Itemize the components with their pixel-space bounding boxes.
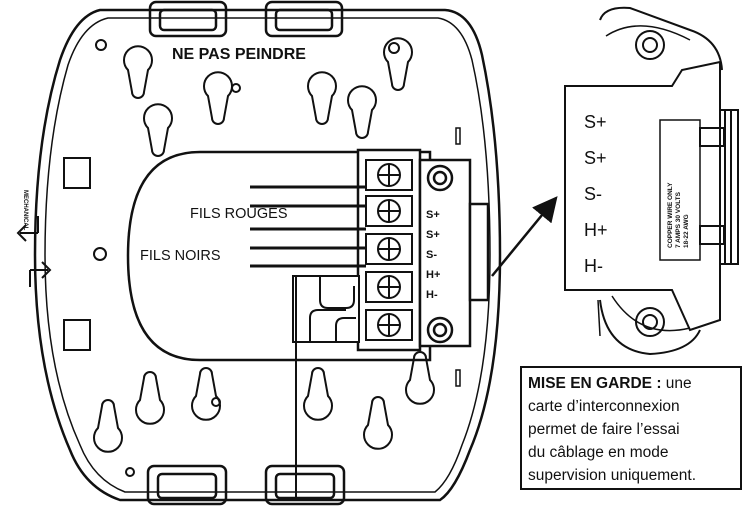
terminal-label-1: S+	[426, 209, 440, 221]
card-side-line-1: COPPER WIRE ONLY	[667, 182, 674, 248]
red-wires-label: FILS ROUGES	[190, 206, 288, 222]
vertical-side-text: MECHANICAL	[22, 190, 28, 231]
plate-inner-rim	[44, 17, 491, 493]
side-square-bottom	[63, 319, 91, 351]
screw-s-plus-2	[365, 195, 413, 227]
card-terminal-labels: S+ S+ S- H+ H-	[584, 112, 608, 276]
warning-line-5: supervision uniquement.	[528, 467, 697, 484]
orientation-arrows	[16, 216, 52, 287]
right-slot-bottom	[455, 369, 461, 387]
no-paint-label: NE PAS PEINDRE	[172, 46, 306, 63]
screw-h-plus	[365, 271, 413, 303]
warning-box: MISE EN GARDE : une carte d’interconnexi…	[520, 366, 742, 490]
top-tab-left	[148, 0, 228, 38]
plate-outline	[33, 8, 502, 502]
pointer-arrow	[491, 196, 558, 277]
card-side-line-3: 18-22 AWG	[683, 214, 690, 248]
screw-h-minus	[365, 309, 413, 341]
warning-line-1: MISE EN GARDE : une	[528, 372, 734, 395]
card-label-5: H-	[584, 256, 603, 276]
card-side-line-2: 7 AMPS 30 VOLTS	[675, 191, 682, 248]
warning-line-2: carte d’interconnexion	[528, 398, 680, 415]
mounting-plate	[33, 0, 502, 506]
warning-line-3: permet de faire l’essai	[528, 421, 680, 438]
screw-s-plus-1	[365, 159, 413, 191]
warning-line-4: du câblage en mode	[528, 444, 669, 461]
interconnect-jumper	[292, 275, 360, 500]
card-label-3: S-	[584, 184, 602, 204]
card-label-4: H+	[584, 220, 608, 240]
wire-opening	[126, 150, 432, 362]
wires	[250, 185, 366, 268]
terminal-labels: S+ S+ S- H+ H-	[426, 209, 440, 301]
keyhole-slots	[93, 37, 435, 453]
terminal-screws	[365, 159, 413, 341]
terminal-label-5: H-	[426, 289, 438, 301]
interconnect-card	[564, 6, 739, 356]
terminal-label-3: S-	[426, 249, 437, 261]
bottom-tab-right	[264, 464, 346, 506]
top-tab-right	[264, 0, 344, 38]
card-label-1: S+	[584, 112, 607, 132]
card-side-text: COPPER WIRE ONLY 7 AMPS 30 VOLTS 18-22 A…	[667, 182, 690, 248]
right-slot-top	[455, 127, 461, 145]
warning-title: MISE EN GARDE :	[528, 375, 662, 392]
black-wires-label: FILS NOIRS	[140, 248, 221, 264]
card-label-2: S+	[584, 148, 607, 168]
terminal-label-2: S+	[426, 229, 440, 241]
small-holes	[93, 39, 400, 477]
screw-s-minus	[365, 233, 413, 265]
bottom-tab-left	[146, 464, 228, 506]
side-square-top	[63, 157, 91, 189]
warning-line-1-rest: une	[661, 375, 692, 392]
terminal-label-4: H+	[426, 269, 440, 281]
